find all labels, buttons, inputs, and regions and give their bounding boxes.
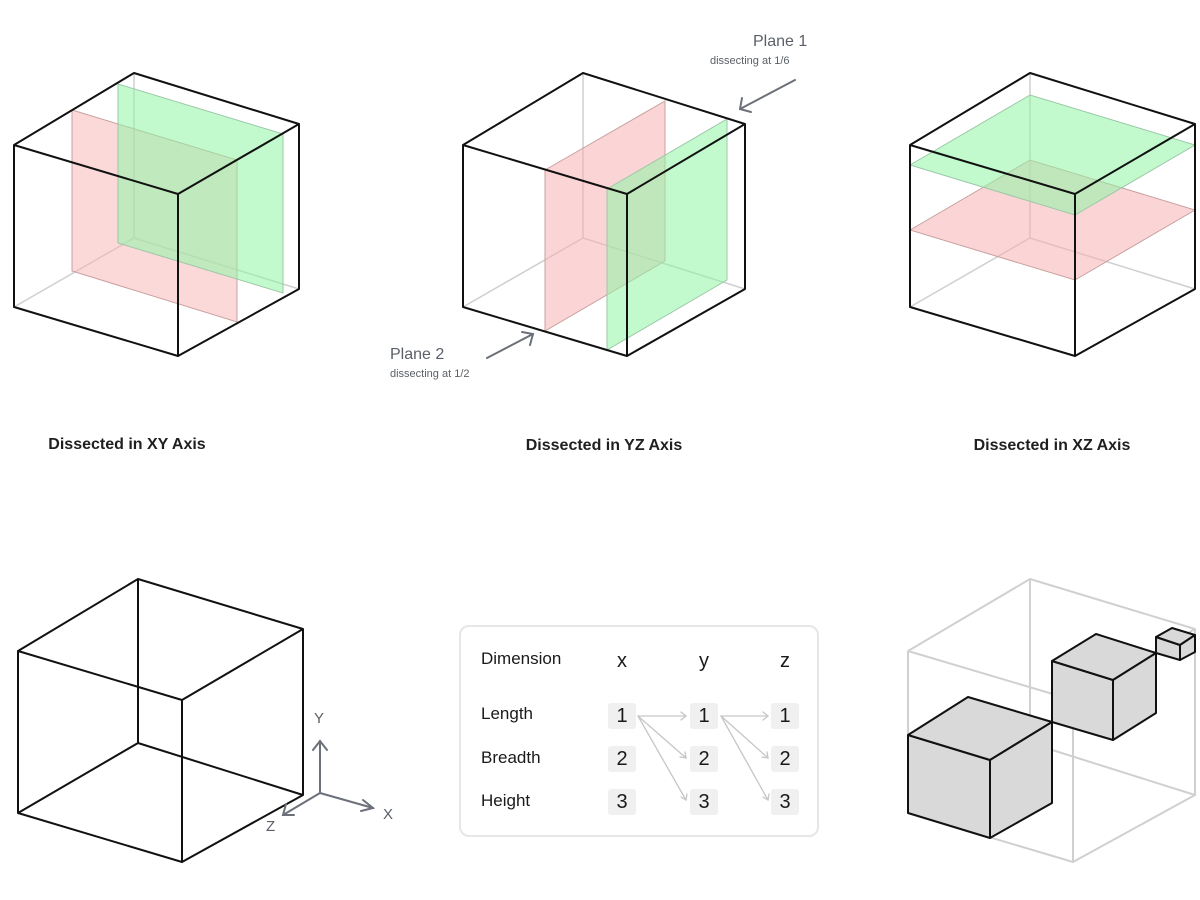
cell-length-z: 1 — [771, 703, 799, 729]
cube-yz — [462, 72, 796, 359]
cube-yz-edges — [462, 72, 746, 357]
cell-breadth-y: 2 — [690, 746, 718, 772]
cell-breadth-z: 2 — [771, 746, 799, 772]
table-col-z: z — [780, 650, 790, 672]
caption-yz: Dissected in YZ Axis — [525, 437, 683, 454]
cell-length-x: 1 — [608, 703, 636, 729]
row-label-breadth: Breadth — [481, 748, 541, 767]
cell-height-y: 3 — [690, 789, 718, 815]
dimension-table — [459, 625, 819, 837]
cell-height-x: 3 — [608, 789, 636, 815]
table-mapping-arrows — [637, 711, 770, 802]
cell-height-z: 3 — [771, 789, 799, 815]
mini-cube-large — [907, 696, 1053, 839]
axis-gizmo — [281, 739, 376, 816]
cube-xz — [908, 72, 1197, 357]
axis-x-line — [319, 792, 374, 809]
mini-cube-medium — [1051, 633, 1157, 741]
caption-xz: Dissected in XZ Axis — [973, 437, 1131, 454]
axis-x-label: X — [383, 806, 394, 823]
table-col-x: x — [617, 650, 627, 672]
plane2-subtitle: dissecting at 1/2 — [390, 368, 470, 380]
axis-y-label: Y — [314, 710, 325, 727]
cell-length-y: 1 — [690, 703, 718, 729]
plane1-subtitle: dissecting at 1/6 — [710, 55, 790, 67]
axis-z-line — [282, 792, 321, 816]
mini-cube-small — [1155, 627, 1196, 661]
plane2-title: Plane 2 — [390, 346, 445, 363]
cube-wireframe — [17, 578, 304, 863]
cube-xy — [13, 72, 300, 357]
table-col-y: y — [699, 650, 709, 672]
row-label-height: Height — [481, 791, 531, 810]
plane-green-xy — [117, 83, 284, 294]
cube-xy-edges — [13, 72, 300, 357]
cube-xz-edges — [909, 72, 1196, 357]
caption-xy: Dissected in XY Axis — [48, 436, 206, 453]
table-header-label: Dimension — [481, 649, 562, 668]
row-label-length: Length — [481, 704, 533, 723]
cube-scaled — [907, 578, 1196, 863]
cell-breadth-x: 2 — [608, 746, 636, 772]
axis-z-label: Z — [266, 818, 276, 835]
plane-green-yz — [606, 118, 728, 351]
plane1-title: Plane 1 — [753, 33, 808, 50]
plane2-arrow — [486, 331, 535, 359]
plane1-arrow — [738, 79, 796, 113]
